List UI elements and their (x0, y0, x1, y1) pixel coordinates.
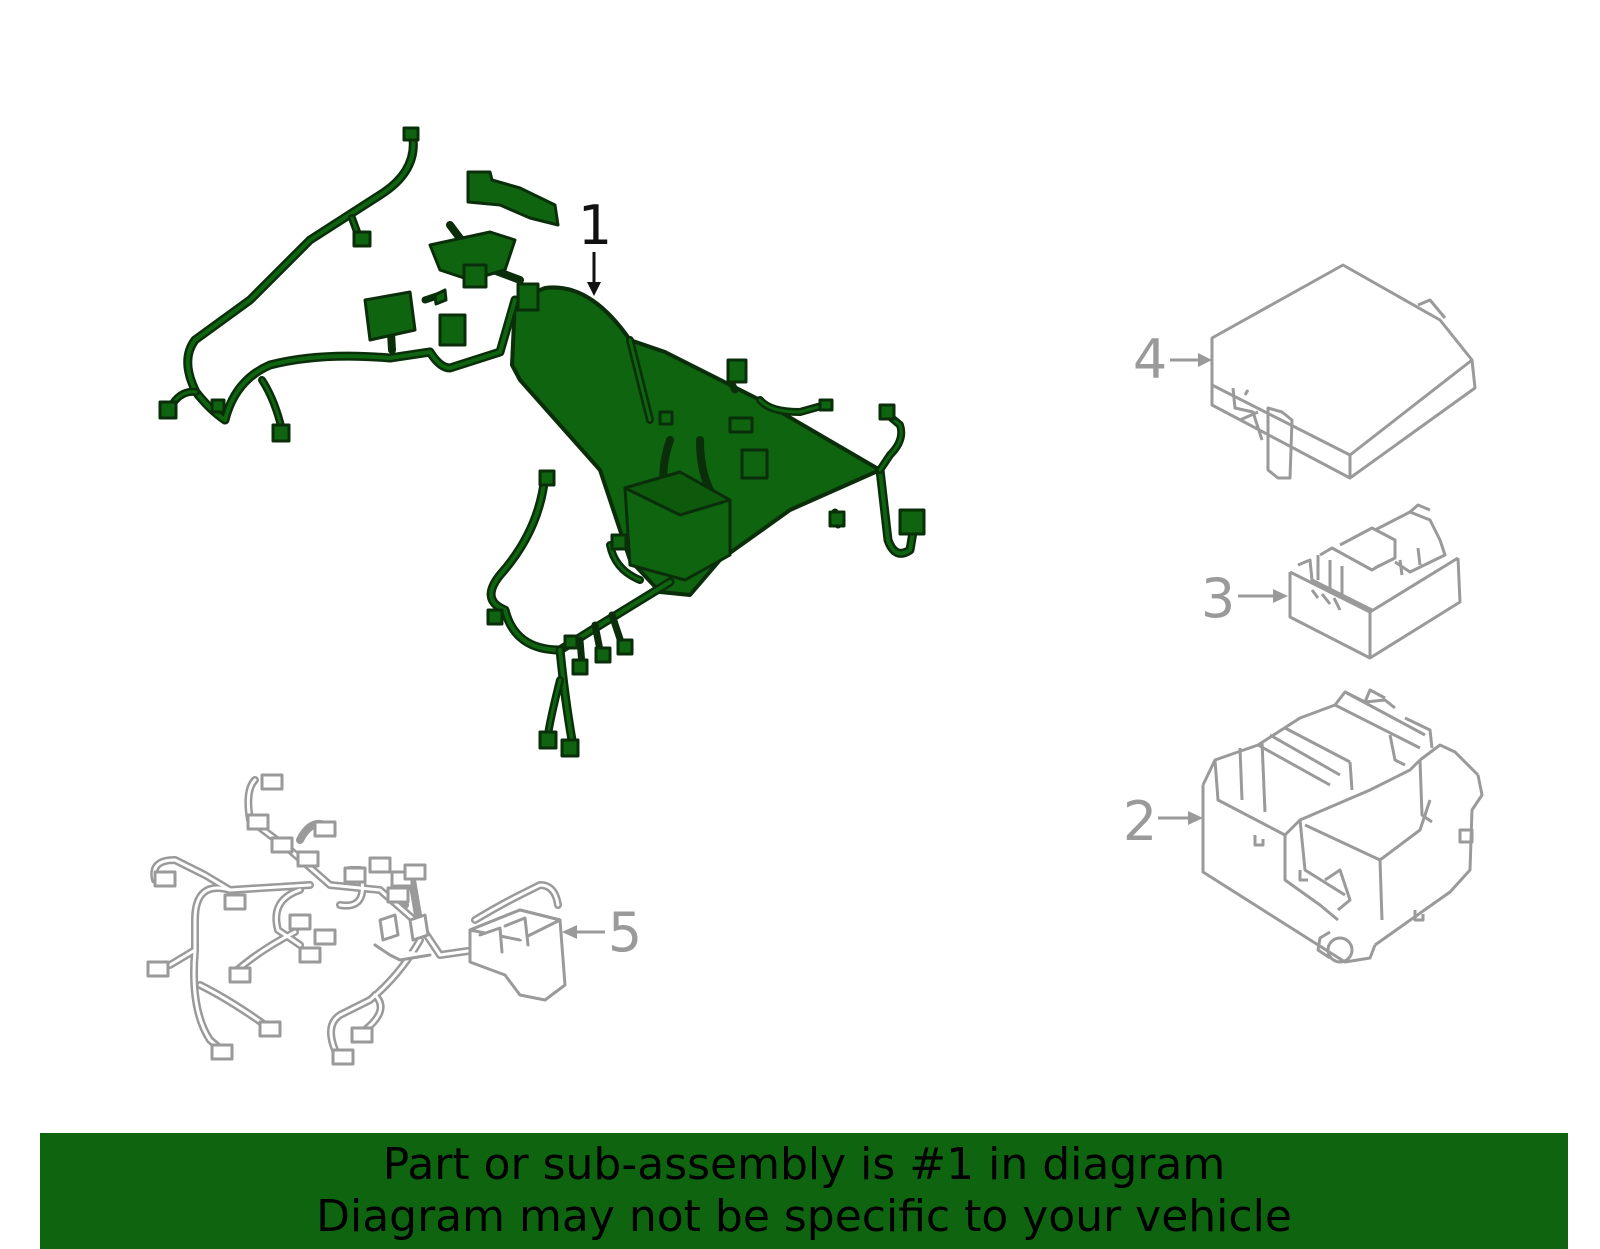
banner-line-2: Diagram may not be specific to your vehi… (316, 1191, 1292, 1242)
part-3-relay-block[interactable] (1288, 503, 1462, 660)
svg-text:1: 1 (578, 194, 612, 257)
part-1-wiring-harness[interactable] (158, 126, 926, 758)
banner-line-1: Part or sub-assembly is #1 in diagram (382, 1139, 1226, 1190)
callout-2: 2 (1123, 790, 1203, 853)
callout-3: 3 (1201, 567, 1288, 630)
svg-text:5: 5 (608, 901, 642, 964)
part-4-fuse-box-cover[interactable] (1210, 263, 1477, 480)
svg-text:4: 4 (1133, 328, 1167, 391)
callout-5: 5 (562, 901, 642, 964)
callout-1: 1 (578, 194, 612, 296)
disclaimer-banner: Part or sub-assembly is #1 in diagram Di… (40, 1133, 1568, 1249)
part-2-fuse-box[interactable] (1201, 688, 1484, 964)
part-5-engine-harness[interactable] (146, 773, 567, 1066)
callout-4: 4 (1133, 328, 1212, 391)
svg-text:2: 2 (1123, 790, 1157, 853)
svg-text:3: 3 (1201, 567, 1235, 630)
